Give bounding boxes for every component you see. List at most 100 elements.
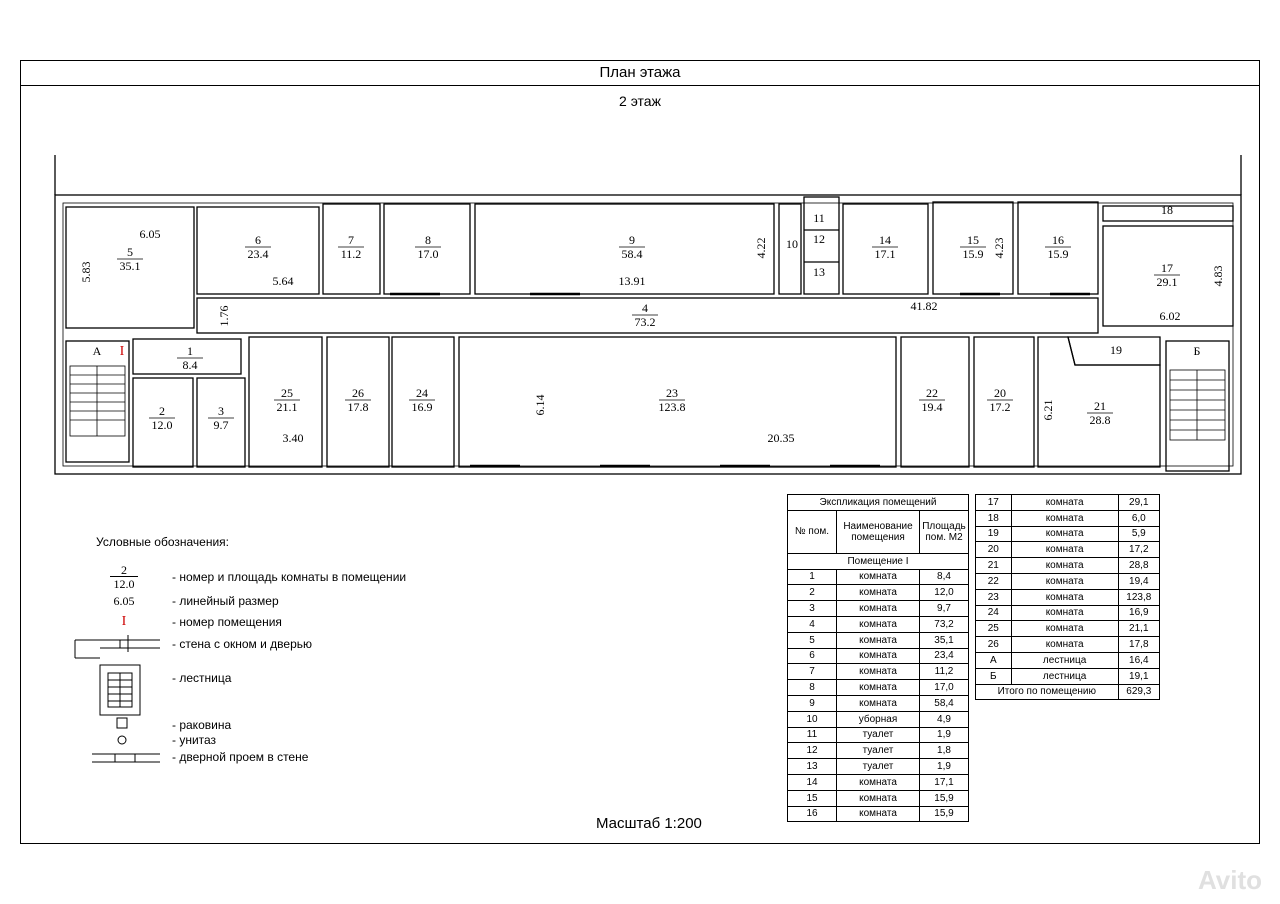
row-area: 5,9 xyxy=(1117,525,1161,543)
floor-label: 2 этаж xyxy=(619,93,661,109)
row-name: комната xyxy=(1010,494,1119,511)
row-area: 35,1 xyxy=(919,631,969,649)
row-area: 6,0 xyxy=(1117,509,1161,527)
row-name: лестница xyxy=(1010,667,1119,685)
row-name: комната xyxy=(1010,541,1119,559)
row-number: 3 xyxy=(787,600,837,617)
row-area: 15,9 xyxy=(919,805,969,823)
room-number: 4 xyxy=(642,301,648,315)
col-header-number: № пом. xyxy=(787,509,837,554)
room-number: 22 xyxy=(926,386,938,400)
row-area: 16,4 xyxy=(1117,651,1161,669)
row-number: 11 xyxy=(787,726,837,744)
explication-title: Экспликация помещений xyxy=(787,494,969,511)
row-number: 10 xyxy=(787,710,837,728)
room-number: 24 xyxy=(416,386,428,400)
room-number: 20 xyxy=(994,386,1006,400)
row-number: 9 xyxy=(787,694,837,712)
legend-sample-number: 2 xyxy=(121,563,127,577)
sink-icon xyxy=(116,717,128,729)
legend-item: - лестница xyxy=(172,671,232,685)
row-number: 25 xyxy=(975,620,1012,638)
room-number: 26 xyxy=(352,386,364,400)
room-area: 123.8 xyxy=(659,400,686,414)
row-name: туалет xyxy=(836,726,920,744)
room-area: 17.0 xyxy=(418,247,439,261)
row-number: 23 xyxy=(975,588,1012,606)
row-name: комната xyxy=(836,694,920,712)
room-number: 19 xyxy=(1110,343,1122,357)
legend-item: - дверной проем в стене xyxy=(172,750,309,764)
row-area: 17,1 xyxy=(919,773,969,791)
row-name: комната xyxy=(1010,525,1119,543)
room-number: 16 xyxy=(1052,233,1064,247)
dimension-label: 41.82 xyxy=(911,299,938,313)
row-area: 29,1 xyxy=(1117,494,1161,511)
legend-sample-dimension: 6.05 xyxy=(113,594,135,608)
row-number: А xyxy=(975,651,1012,669)
row-number: 18 xyxy=(975,509,1012,527)
row-area: 9,7 xyxy=(919,600,969,617)
room-number: Б xyxy=(1194,344,1201,358)
room-number: 7 xyxy=(348,233,354,247)
row-area: 21,1 xyxy=(1117,620,1161,638)
dimension-label: 1.76 xyxy=(217,306,231,327)
row-area: 4,9 xyxy=(919,710,969,728)
room-number: 14 xyxy=(879,233,891,247)
room-number: А xyxy=(93,344,102,358)
row-number: 5 xyxy=(787,631,837,649)
room-area: 8.4 xyxy=(183,358,198,372)
row-area: 15,9 xyxy=(919,789,969,807)
room-number: 17 xyxy=(1161,261,1173,275)
room-area: 17.8 xyxy=(348,400,369,414)
row-name: уборная xyxy=(836,710,920,728)
room-number: 25 xyxy=(281,386,293,400)
toilet-icon xyxy=(117,735,127,745)
row-number: 7 xyxy=(787,663,837,681)
row-number: 16 xyxy=(787,805,837,823)
row-name: комната xyxy=(1010,620,1119,638)
row-number: 26 xyxy=(975,636,1012,653)
dimension-label: 20.35 xyxy=(768,431,795,445)
room-number: 9 xyxy=(629,233,635,247)
row-name: комната xyxy=(836,568,920,586)
room-number: 18 xyxy=(1161,203,1173,217)
drawing-frame xyxy=(20,60,1260,844)
row-area: 17,8 xyxy=(1117,636,1161,653)
room-area: 28.8 xyxy=(1090,413,1111,427)
room-number: 11 xyxy=(813,211,825,225)
dimension-label: 5.64 xyxy=(273,274,294,288)
row-name: туалет xyxy=(836,758,920,775)
legend-item: - стена с окном и дверью xyxy=(172,637,313,651)
room-area: 11.2 xyxy=(341,247,362,261)
row-name: комната xyxy=(836,584,920,602)
room-number: 6 xyxy=(255,233,261,247)
premise-number-mark: I xyxy=(120,344,125,359)
room-number: 15 xyxy=(967,233,979,247)
section-label: Помещение I xyxy=(787,552,969,570)
room-area: 17.1 xyxy=(875,247,896,261)
room-number: 21 xyxy=(1094,399,1106,413)
row-name: комната xyxy=(836,631,920,649)
row-name: комната xyxy=(836,647,920,665)
row-number: 24 xyxy=(975,604,1012,622)
row-area: 19,1 xyxy=(1117,667,1161,685)
dimension-label: 6.21 xyxy=(1041,400,1055,421)
row-area: 1,8 xyxy=(919,742,969,760)
dimension-label: 6.05 xyxy=(140,227,161,241)
row-area: 1,9 xyxy=(919,726,969,744)
